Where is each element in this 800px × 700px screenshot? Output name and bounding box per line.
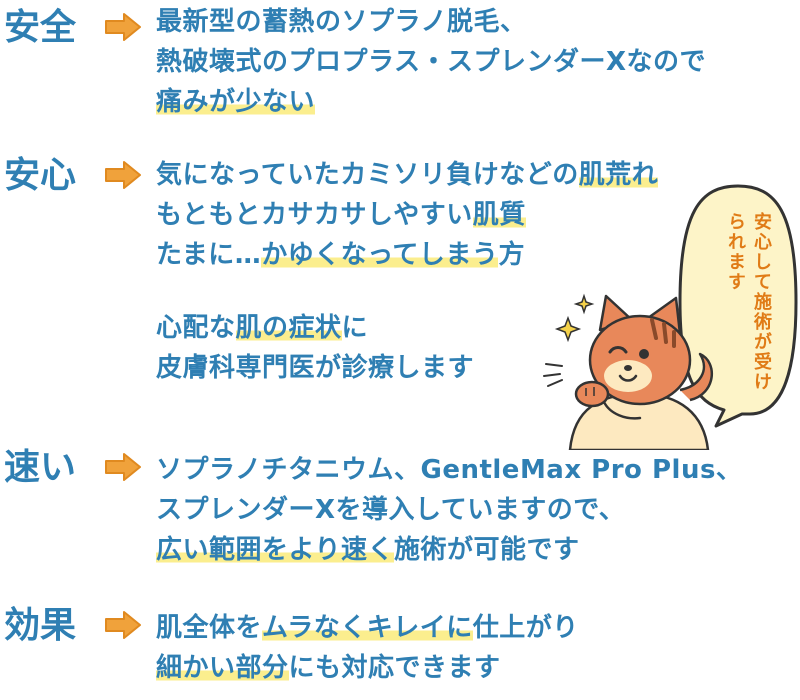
highlight: 痛みが少ない: [156, 87, 316, 117]
highlight: かゆくなってしまう: [261, 240, 499, 270]
text-line: 心配な肌の症状に: [156, 313, 369, 343]
text-line: 最新型の蓄熱のソプラノ脱毛、: [156, 7, 527, 37]
text-line: 痛みが少ない: [156, 82, 756, 122]
effect-text: 肌全体をムラなくキレイに仕上がり 細かい部分にも対応できます: [156, 608, 756, 688]
bubble-text: 安心して施術が受けられます: [725, 212, 772, 392]
text-line: スプレンダーXを導入していますので、: [156, 495, 626, 525]
highlight: 肌質: [472, 200, 526, 230]
text-line: ソプラノチタニウム、GentleMax Pro Plus、: [156, 455, 743, 485]
highlight: 細かい部分: [156, 653, 289, 683]
highlight: ムラなくキレイに: [262, 613, 473, 643]
text-line: 気になっていたカミソリ負けなどの肌荒れ: [156, 160, 659, 190]
text-line: 熱破壊式のプロプラス・スプレンダーXなので: [156, 47, 707, 77]
highlight: 肌の症状: [235, 313, 342, 343]
highlight: 広い範囲をより速く: [156, 535, 394, 565]
label-effect: 効果: [4, 605, 77, 646]
label-reassurance: 安心: [4, 155, 77, 196]
label-fast: 速い: [4, 447, 77, 488]
text-line: たまに…かゆくなってしまう方: [156, 240, 525, 270]
text-line: 細かい部分にも対応できます: [156, 653, 501, 683]
safety-text: 最新型の蓄熱のソプラノ脱毛、 熱破壊式のプロプラス・スプレンダーXなので 痛みが…: [156, 2, 756, 122]
cat-mascot-icon: [543, 293, 714, 450]
text-line: 皮膚科専門医が診療します: [156, 353, 475, 383]
label-safety: 安全: [4, 7, 77, 48]
fast-text: ソプラノチタニウム、GentleMax Pro Plus、 スプレンダーXを導入…: [156, 450, 756, 570]
text-line: 広い範囲をより速く施術が可能です: [156, 535, 580, 565]
arrow-right-icon: [105, 13, 141, 41]
reassurance-text: 気になっていたカミソリ負けなどの肌荒れ もともとカサカサしやすい肌質 たまに…か…: [156, 155, 756, 275]
arrow-right-icon: [105, 161, 141, 189]
text-line: もともとカサカサしやすい肌質: [156, 200, 526, 230]
arrow-right-icon: [105, 611, 141, 639]
text-line: 肌全体をムラなくキレイに仕上がり: [156, 613, 579, 643]
arrow-right-icon: [105, 453, 141, 481]
dermatologist-text: 心配な肌の症状に 皮膚科専門医が診療します: [156, 308, 756, 388]
highlight: 肌荒れ: [578, 160, 659, 190]
